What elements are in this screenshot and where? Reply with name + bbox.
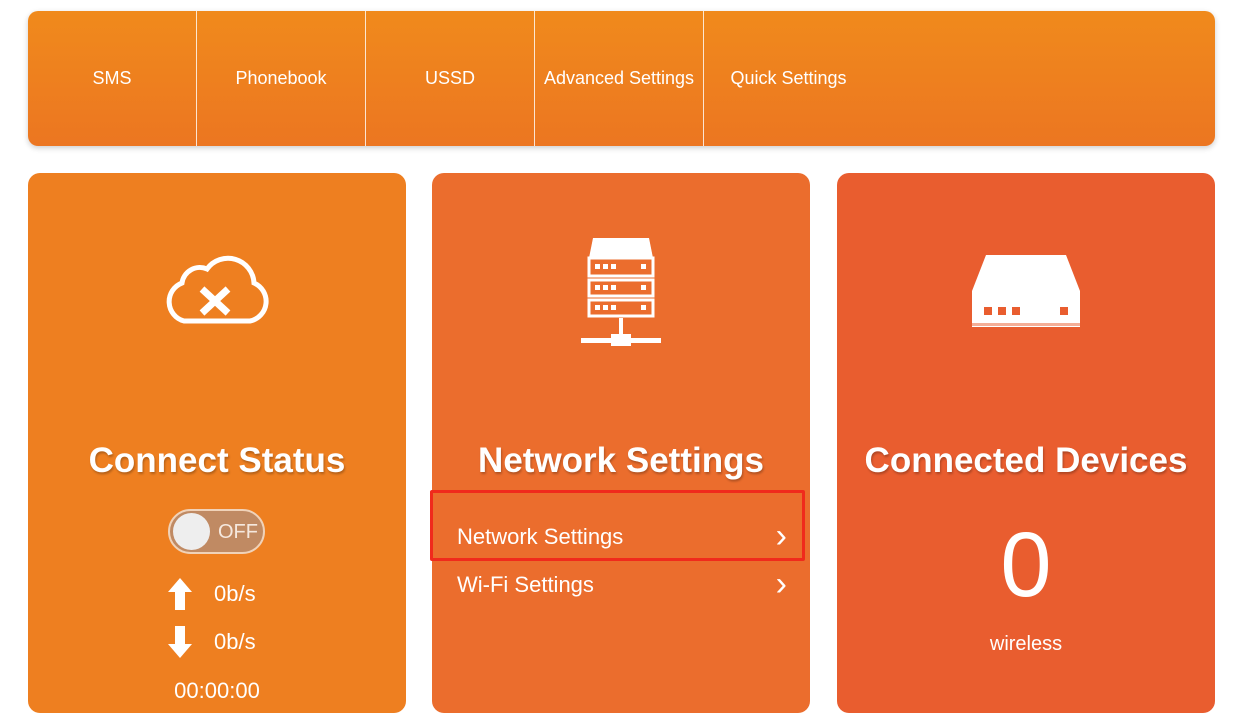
chevron-right-icon: › <box>775 517 787 555</box>
network-settings-title: Network Settings <box>478 441 764 480</box>
connect-status-title: Connect Status <box>88 441 346 480</box>
connected-devices-title: Connected Devices <box>864 441 1188 480</box>
connected-devices-card: Connected Devices 0 wireless <box>837 173 1215 713</box>
device-type-label: wireless <box>989 633 1063 655</box>
connection-toggle[interactable]: OFF <box>168 509 265 554</box>
top-nav: SMS Phonebook USSD Advanced Settings Qui… <box>28 11 1215 146</box>
arrow-down-icon <box>168 626 192 658</box>
download-rate: 0b/s <box>168 626 256 658</box>
network-settings-link[interactable]: Network Settings› <box>457 517 787 555</box>
nav-ussd[interactable]: USSD <box>366 11 535 146</box>
nav-phonebook[interactable]: Phonebook <box>197 11 366 146</box>
nav-quick-settings[interactable]: Quick Settings <box>730 68 847 88</box>
chevron-right-icon: › <box>775 565 787 603</box>
wifi-settings-link[interactable]: Wi-Fi Settings› <box>457 565 787 603</box>
toggle-label: OFF <box>218 521 258 543</box>
connection-duration: 00:00:00 <box>174 678 260 703</box>
connect-status-card: Connect Status OFF 0b/s 0b/s 00:00:00 <box>28 173 406 713</box>
router-icon <box>837 253 1215 331</box>
network-settings-card: Network Settings Network Settings› Wi-Fi… <box>430 173 810 713</box>
device-count: 0 <box>1000 514 1052 616</box>
cloud-disconnected-icon <box>28 251 406 326</box>
highlight-box <box>430 490 805 561</box>
nav-sms[interactable]: SMS <box>28 11 197 146</box>
upload-rate: 0b/s <box>168 578 256 610</box>
nav-advanced-settings[interactable]: Advanced Settings <box>535 11 704 146</box>
server-icon <box>432 236 810 350</box>
arrow-up-icon <box>168 578 192 610</box>
